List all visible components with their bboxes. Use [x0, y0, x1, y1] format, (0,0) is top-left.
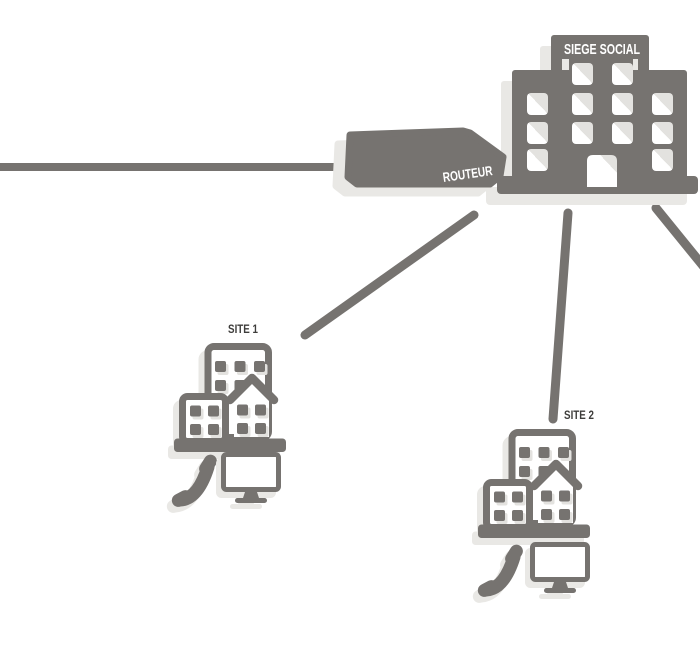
router-label: ROUTEUR: [442, 163, 494, 185]
hq-to-offscreen-line: [651, 203, 700, 270]
site-building-icon: [173, 341, 287, 453]
hq-to-site2-line: [548, 208, 573, 424]
monitor-icon: [530, 542, 590, 594]
site-1-label: SITE 1: [228, 324, 258, 336]
monitor-icon: [221, 452, 281, 504]
hq-label: SIEGE SOCIAL: [564, 41, 640, 58]
phone-handset-icon: [477, 543, 525, 599]
phone-handset-icon: [171, 453, 219, 509]
hq-to-site1-line: [300, 210, 479, 340]
site-building-icon: [477, 427, 591, 539]
hq-building-icon: SIEGE SOCIAL: [497, 35, 698, 194]
site-2-label: SITE 2: [564, 410, 594, 422]
router-icon: ROUTEUR: [344, 127, 507, 188]
